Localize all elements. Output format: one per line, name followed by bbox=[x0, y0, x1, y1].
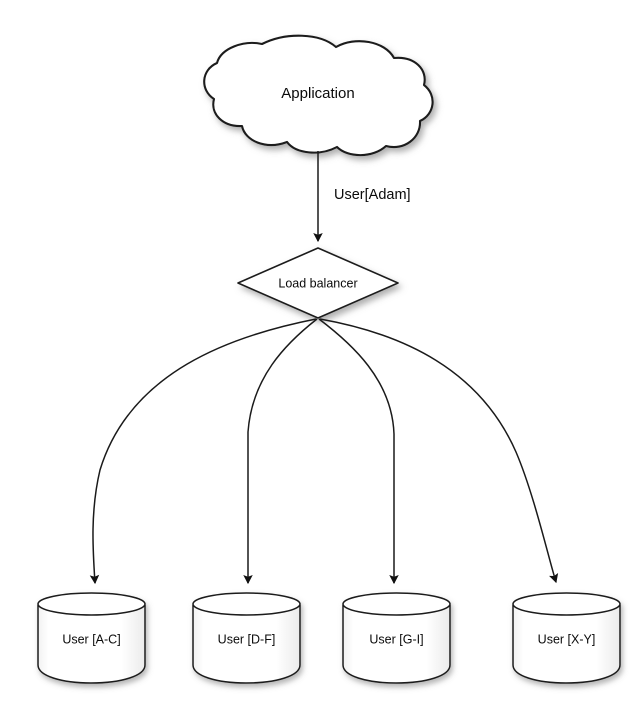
cylinder-body-1 bbox=[37, 604, 146, 684]
edge-label-user-adam: User[Adam] bbox=[334, 187, 411, 203]
edge-line-lb-shard-3 bbox=[318, 318, 399, 585]
edge-line-lb-shard-4 bbox=[319, 318, 559, 584]
cylinder-body-3 bbox=[342, 604, 451, 684]
edge-group-fanout bbox=[89, 318, 559, 585]
node-shard-ac[interactable]: User [A-C] bbox=[37, 592, 146, 684]
node-label-load-balancer: Load balancer bbox=[278, 276, 357, 290]
node-shard-xy[interactable]: User [X-Y] bbox=[512, 592, 621, 684]
edge-line-lb-shard-2 bbox=[243, 318, 318, 585]
cylinder-top-4 bbox=[512, 592, 621, 616]
cylinder-body-4 bbox=[512, 604, 621, 684]
node-label-shard-xy: User [X-Y] bbox=[538, 632, 596, 646]
cloud-shape bbox=[203, 34, 434, 157]
node-shard-gi[interactable]: User [G-I] bbox=[342, 592, 451, 684]
diamond-shape bbox=[237, 247, 399, 319]
node-application[interactable]: Application bbox=[203, 34, 434, 157]
cylinder-body-2 bbox=[192, 604, 301, 684]
edge-app-to-load-balancer: User[Adam] bbox=[313, 151, 411, 243]
edge-line-lb-shard-1 bbox=[89, 318, 317, 585]
node-load-balancer[interactable]: Load balancer bbox=[237, 247, 399, 319]
node-label-shard-ac: User [A-C] bbox=[62, 632, 120, 646]
node-shard-df[interactable]: User [D-F] bbox=[192, 592, 301, 684]
cylinder-top-1 bbox=[37, 592, 146, 616]
node-label-shard-gi: User [G-I] bbox=[369, 632, 423, 646]
cylinder-top-2 bbox=[192, 592, 301, 616]
node-label-shard-df: User [D-F] bbox=[218, 632, 276, 646]
cylinder-top-3 bbox=[342, 592, 451, 616]
node-label-application: Application bbox=[281, 85, 354, 102]
